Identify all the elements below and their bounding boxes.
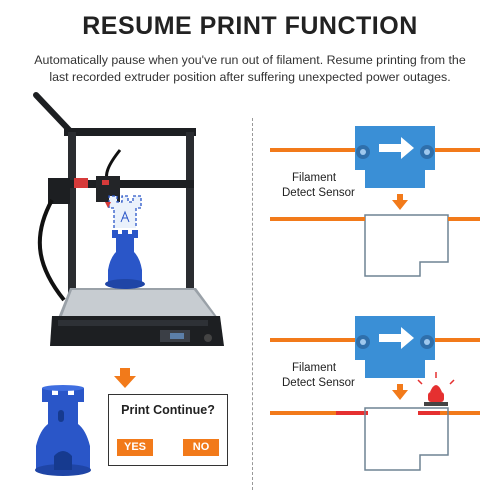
no-button[interactable]: NO (183, 439, 219, 456)
sensor-label-bottom: Filament Detect Sensor (282, 361, 355, 391)
sensor-label-bottom-line2: Detect Sensor (282, 377, 355, 389)
print-continue-dialog: Print Continue? YES NO (108, 394, 228, 466)
dialog-question: Print Continue? (121, 403, 215, 417)
sensor-runout-diagram (270, 316, 480, 471)
printer-image (33, 92, 224, 346)
page-title: RESUME PRINT FUNCTION (82, 12, 418, 40)
finished-model-image (35, 385, 91, 476)
sensor-label-top: Filament Detect Sensor (282, 171, 355, 201)
sensor-normal-diagram (270, 126, 480, 277)
sensor-label-top-line1: Filament (292, 172, 337, 184)
page-subtitle: Automatically pause when you've run out … (34, 53, 466, 84)
sensor-label-top-line2: Detect Sensor (282, 187, 355, 199)
section-divider (252, 118, 253, 490)
alarm-light-icon (417, 372, 455, 406)
down-arrow-icon (114, 368, 136, 388)
sensor-label-bottom-line1: Filament (292, 362, 337, 374)
yes-button[interactable]: YES (117, 439, 153, 456)
